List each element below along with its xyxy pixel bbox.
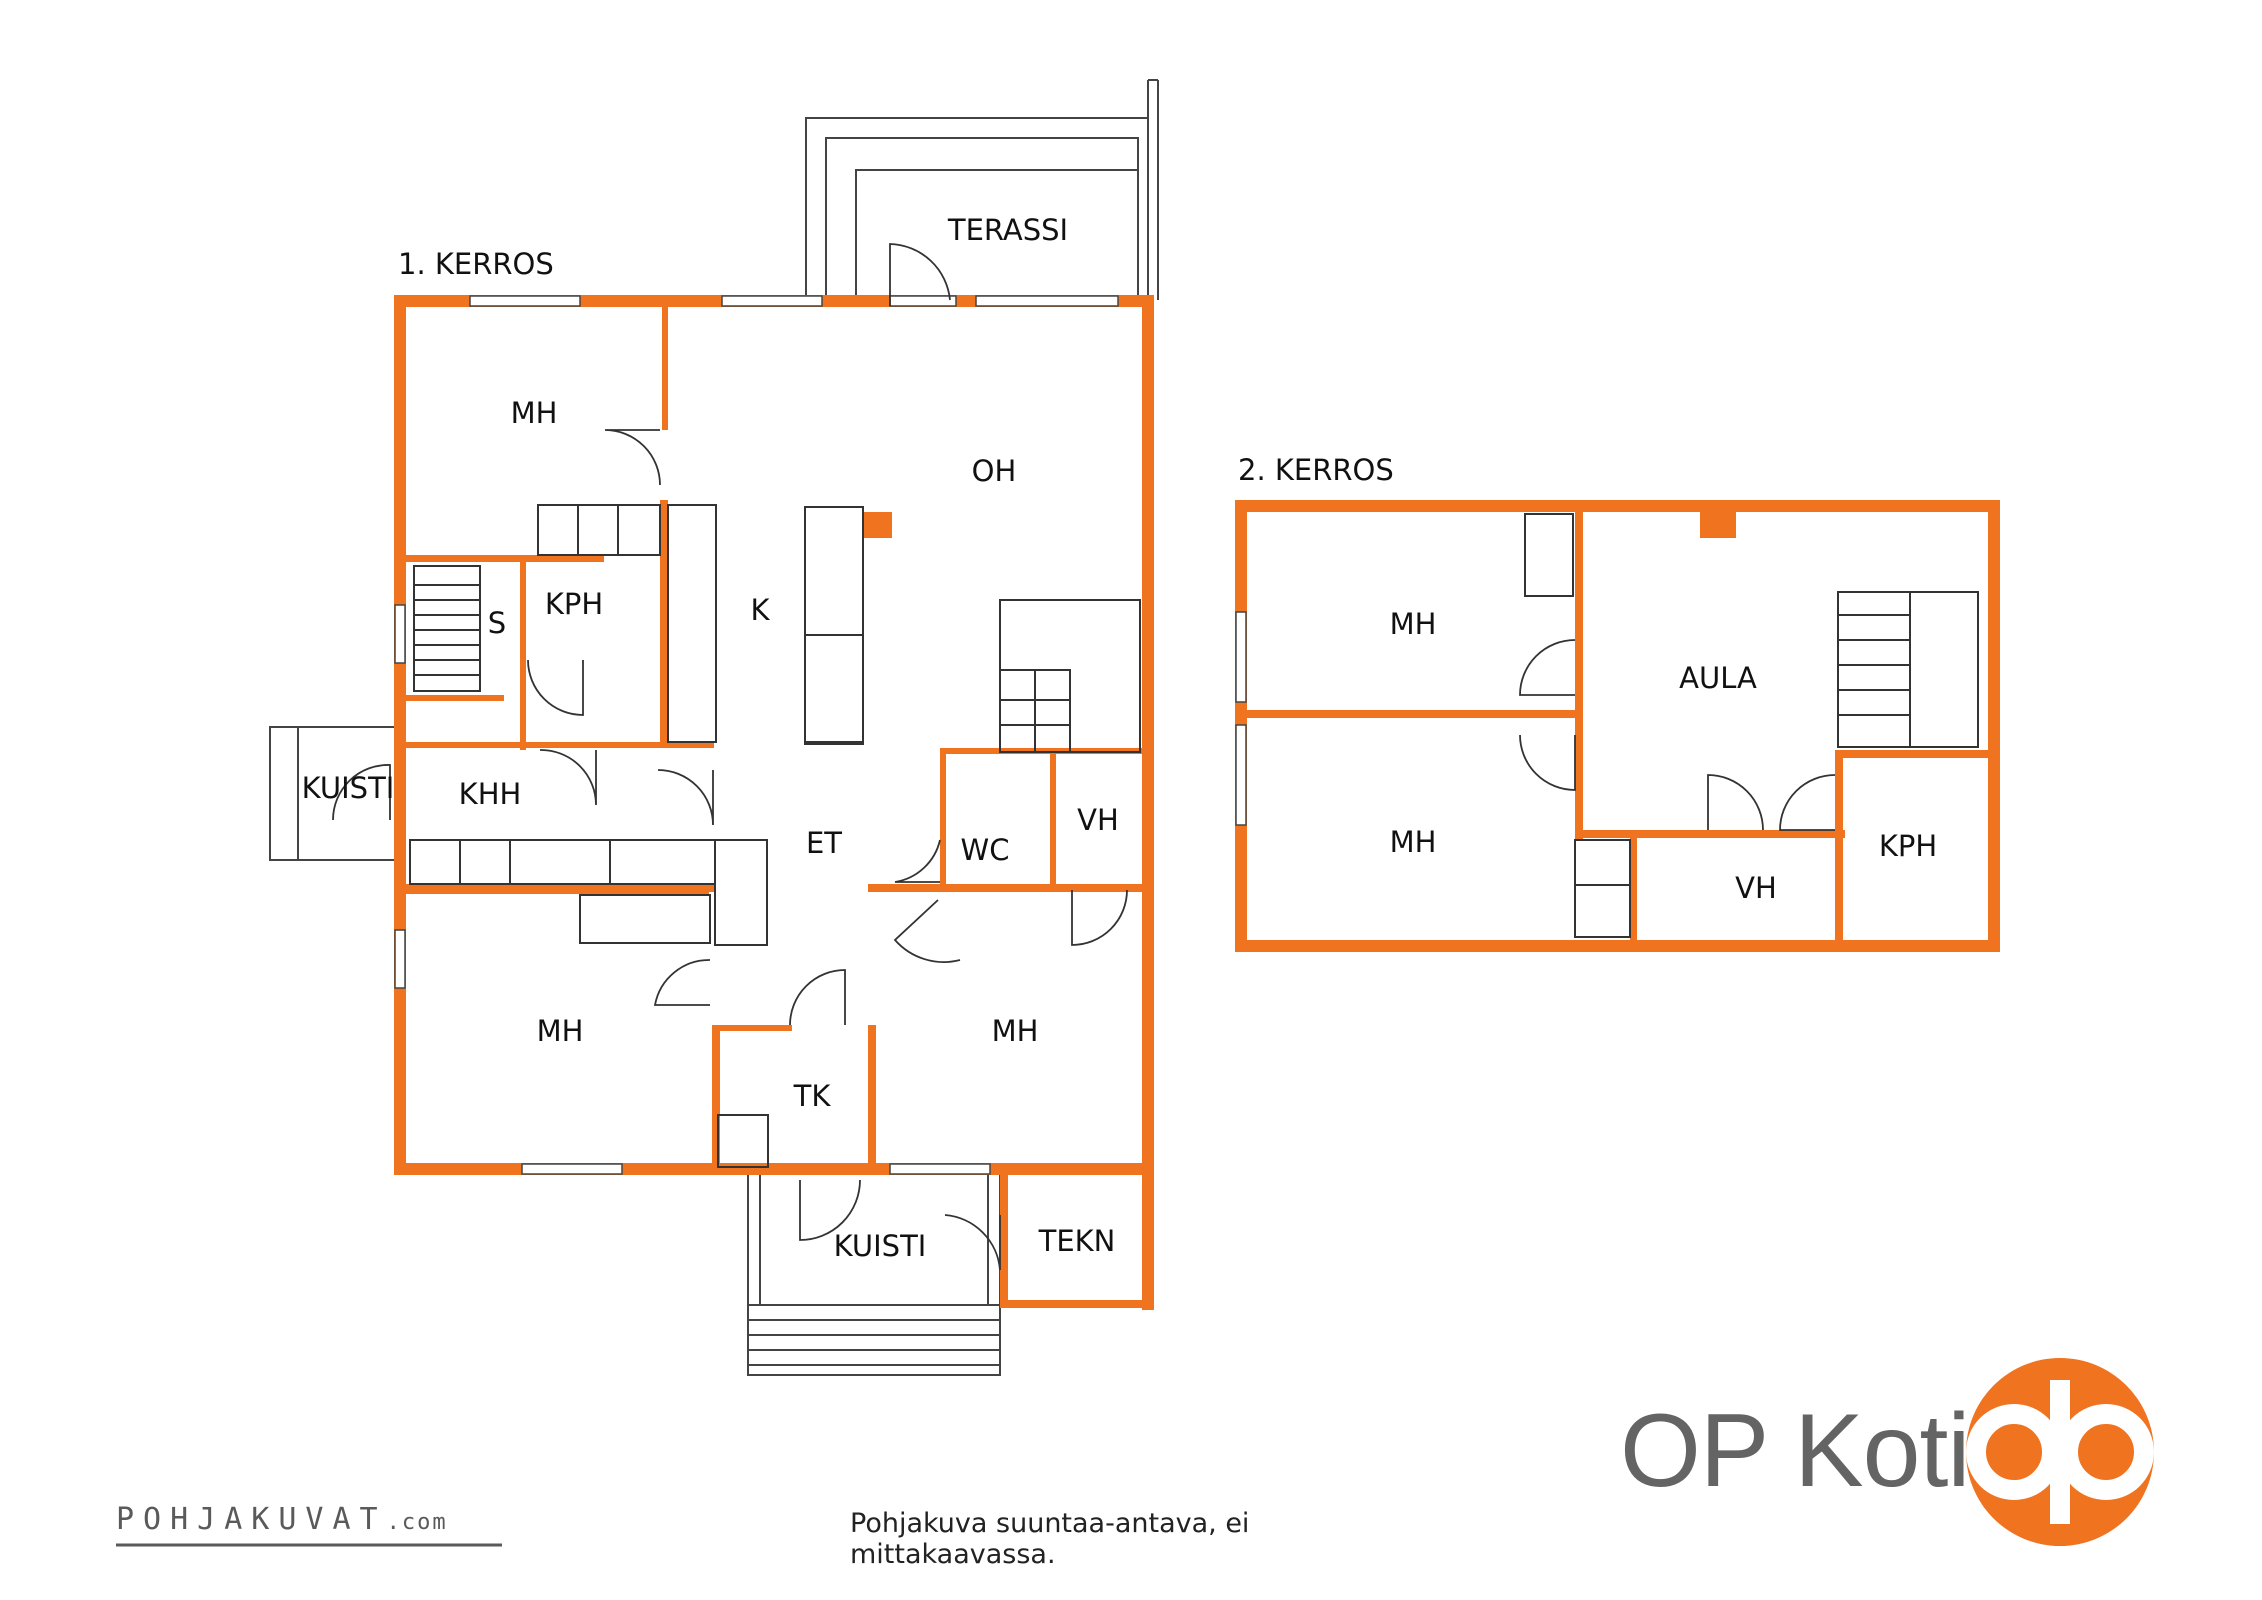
room-label-et: ET: [806, 826, 842, 860]
credit-name: POHJAKUVAT: [116, 1502, 387, 1537]
floor-2-windows: [1235, 611, 1247, 826]
room-label-kuisti-south: KUISTI: [834, 1229, 927, 1263]
room-label-kph-2: KPH: [1879, 829, 1937, 863]
room-label-kph-1: KPH: [545, 587, 603, 621]
floor-2-doors: [1519, 639, 1836, 831]
room-label-terassi: TERASSI: [947, 213, 1068, 247]
floor-1: [269, 79, 1159, 1376]
room-label-kuisti-west: KUISTI: [302, 771, 395, 805]
floor-2-label: 2. KERROS: [1238, 453, 1394, 487]
room-label-aula: AULA: [1679, 661, 1757, 695]
room-labels: 1. KERROS MH OH TERASSI K S KPH KUISTI K…: [302, 213, 1938, 1263]
floor-1-fixtures: [409, 504, 1141, 1168]
floor-2-fixtures: [1524, 513, 1979, 938]
terrace-outline: [805, 79, 1159, 300]
credit-domain: .com: [386, 1510, 448, 1535]
room-label-tk: TK: [793, 1079, 832, 1113]
room-label-mh-1: MH: [511, 396, 558, 430]
south-porch-outline: [747, 1172, 1001, 1376]
credit-logo: POHJAKUVAT.com: [116, 1502, 448, 1537]
room-label-vh-1: VH: [1077, 803, 1119, 837]
floor-1-label: 1. KERROS: [398, 247, 554, 281]
floor-1-windows: [394, 295, 1119, 1175]
floor-1-doors: [332, 243, 1128, 1271]
room-label-mh-4: MH: [1390, 607, 1437, 641]
room-label-khh: KHH: [459, 777, 522, 811]
room-label-tekn: TEKN: [1038, 1224, 1116, 1258]
room-label-mh-2: MH: [537, 1014, 584, 1048]
room-label-k: K: [750, 593, 770, 627]
room-label-oh: OH: [972, 454, 1017, 488]
room-label-vh-2: VH: [1735, 871, 1777, 905]
floor-2: [1235, 500, 2000, 952]
op-logo-icon: [1966, 1358, 2154, 1546]
plan-caption: Pohjakuva suuntaa-antava, ei mittakaavas…: [850, 1508, 1250, 1570]
room-label-wc: WC: [961, 833, 1010, 867]
room-label-mh-3: MH: [992, 1014, 1039, 1048]
floor-2-walls: [1235, 500, 2000, 952]
brand-name: OP Koti: [1620, 1393, 1970, 1509]
room-label-s: S: [488, 606, 506, 640]
room-label-mh-5: MH: [1390, 825, 1437, 859]
